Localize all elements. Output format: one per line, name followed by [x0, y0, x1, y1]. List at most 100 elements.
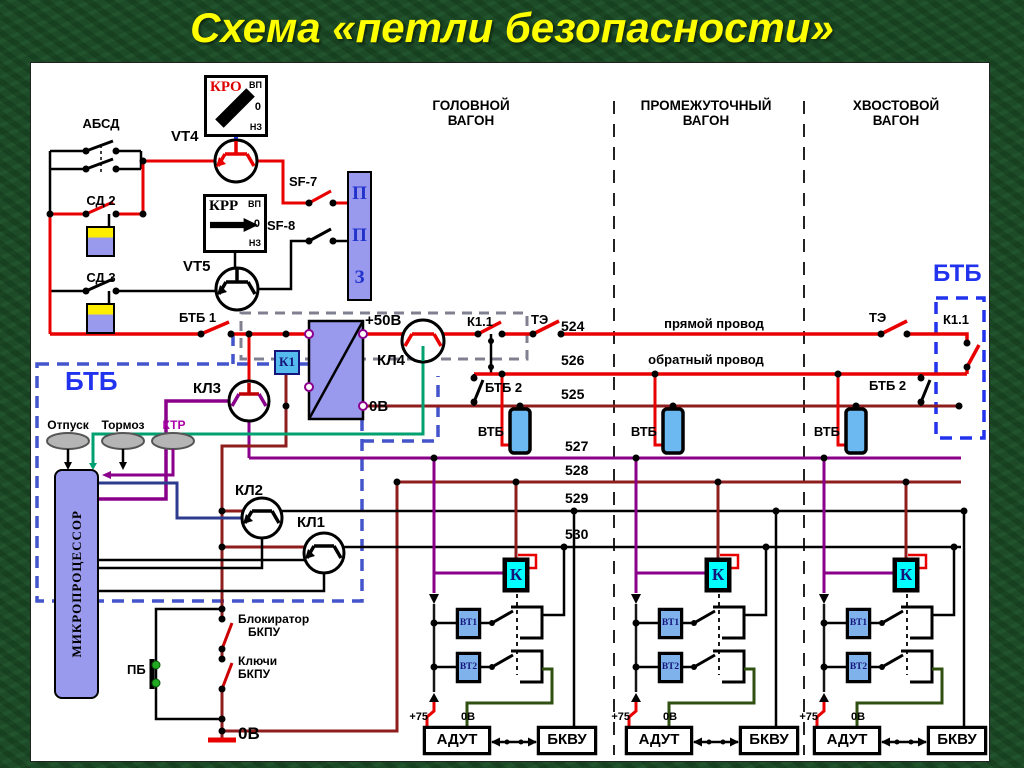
kro-controller: КРО ВП 0 НЗ [204, 75, 268, 137]
krr-pos-0: 0 [253, 218, 260, 230]
pb-label: ПБ [127, 662, 146, 677]
zero50-label: 0В [369, 398, 389, 415]
reverse-wire-label: обратный провод [648, 352, 764, 367]
module1-vt2: ВТ2 [457, 653, 480, 682]
wire528-label: 528 [565, 462, 589, 478]
module2-k-relay: К [706, 559, 730, 591]
module2-plus75: +75 [611, 711, 630, 723]
wire-mp-kl2-navy [99, 481, 242, 520]
kl1-label: КЛ1 [297, 514, 326, 531]
zero-bottom-label: 0В [238, 724, 260, 743]
module3-bkvu: БКВУ [928, 727, 986, 754]
module3-plus75: +75 [799, 711, 818, 723]
btb-left-label: БТБ [65, 366, 118, 396]
vt5-label: VT5 [183, 258, 211, 275]
kl4-label: КЛ4 [377, 352, 406, 369]
kl3-label: КЛ3 [193, 380, 222, 397]
direct-wire-label: прямой провод [664, 316, 764, 331]
plus50-label: +50В [365, 312, 402, 329]
sf8-label: SF-8 [267, 218, 296, 233]
vtb2-label: ВТБ [630, 424, 657, 439]
module1-vt1: ВТ1 [457, 609, 480, 638]
kl1-transistor [302, 531, 346, 575]
te-right-label: ТЭ [869, 310, 887, 325]
vt4-label: VT4 [171, 128, 199, 145]
junction-dots [46, 147, 971, 735]
ktr-label: КТР [162, 418, 186, 432]
module1-bkvu: БКВУ [538, 727, 596, 754]
wire525-label: 525 [561, 386, 585, 402]
krr-handle [210, 218, 258, 232]
car-module-2 [624, 453, 800, 756]
btb2-right-label: БТБ 2 [869, 378, 907, 393]
module1-k-relay: К [504, 559, 528, 591]
tormoz-label: Тормоз [101, 418, 145, 432]
sd2-switch [50, 200, 143, 226]
wire-mp-black [99, 538, 326, 593]
module3-vt1: ВТ1 [847, 609, 870, 638]
microprocessor-box: МИКРОПРОЦЕССОР [54, 469, 99, 699]
kl2-transistor [240, 496, 284, 540]
vtb3-label: ВТБ [813, 424, 840, 439]
kl4-transistor [400, 318, 446, 364]
wire527-label: 527 [565, 438, 589, 454]
wire529-label: 529 [565, 490, 589, 506]
rail-528 [222, 480, 961, 733]
slide-title: Схема «петли безопасности» [190, 4, 834, 51]
module1-plus75: +75 [409, 711, 428, 723]
btb1-label: БТБ 1 [179, 310, 217, 325]
sd2-label: СД 2 [86, 193, 116, 208]
krr-label: КРР [209, 198, 239, 214]
kro-pos-0: 0 [254, 101, 261, 113]
module3-zero: 0В [851, 711, 866, 723]
wire-kl4-mp-green [91, 362, 425, 466]
vt5-transistor [214, 253, 260, 312]
module2-vt1: ВТ1 [659, 609, 682, 638]
power-converter [304, 319, 368, 421]
btb-right-label: БТБ [933, 260, 982, 287]
kro-pos-nz: НЗ [249, 122, 262, 132]
k1-relay: К1 [274, 350, 300, 375]
vtb-relay-3 [832, 368, 868, 455]
k11-left-label: К1.1 [467, 314, 494, 329]
btb2-left-label: БТБ 2 [485, 380, 523, 395]
indicator-buttons [46, 432, 195, 470]
module2-vt2: ВТ2 [659, 653, 682, 682]
wiring-layer [35, 101, 988, 756]
module3-vt2: ВТ2 [847, 653, 870, 682]
kro-pos-vp: ВП [249, 80, 262, 90]
krr-pos-vp: ВП [248, 199, 261, 209]
vtb-relay-2 [649, 368, 685, 455]
sd2-sensor [86, 226, 115, 257]
btb-right-dashed-box [934, 296, 986, 440]
module2-zero: 0В [663, 711, 678, 723]
otpusk-label: Отпуск [47, 418, 89, 432]
absd-label: АБСД [82, 116, 120, 131]
kro-label: КРО [210, 79, 242, 95]
module3-k-relay: К [894, 559, 918, 591]
vtb1-label: ВТБ [477, 424, 504, 439]
wire526-label: 526 [561, 352, 585, 368]
module2-bkvu: БКВУ [740, 727, 798, 754]
kl2-label: КЛ2 [235, 482, 264, 499]
kl3-transistor [227, 379, 271, 423]
btb-left-dashed-box [35, 334, 440, 603]
car-module-3 [812, 453, 988, 756]
sd3-label: СД 3 [86, 270, 116, 285]
krr-pos-nz: НЗ [248, 238, 261, 248]
te-left-label: ТЭ [531, 312, 549, 327]
wire-left-red-vertical [48, 161, 145, 334]
sd3-switch [50, 277, 216, 303]
module1-adut: АДУТ [424, 727, 490, 754]
wire-ktr-purple [105, 448, 175, 477]
module1-zero: 0В [461, 711, 476, 723]
module3-adut: АДУТ [814, 727, 880, 754]
sf7-label: SF-7 [289, 174, 318, 189]
